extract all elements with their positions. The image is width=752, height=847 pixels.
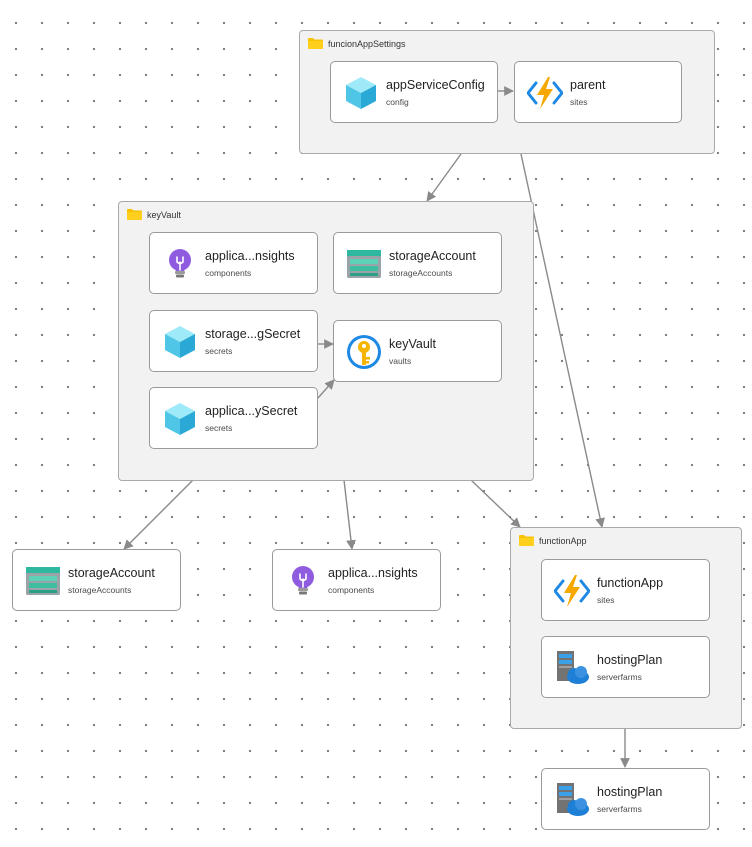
node-name: hostingPlan xyxy=(597,653,663,667)
node-hostingplan[interactable]: hostingPlan serverfarms xyxy=(541,768,710,830)
key-vault-icon xyxy=(346,334,382,370)
edge-keyvault-to-storage xyxy=(123,479,194,550)
node-appkeysecret[interactable]: applica...ySecret secrets xyxy=(149,387,318,449)
cube-icon xyxy=(162,401,198,437)
node-appinsights[interactable]: applica...nsights components xyxy=(272,549,441,611)
edge-settings-to-functionapp xyxy=(520,153,605,528)
node-parent[interactable]: parent sites xyxy=(514,61,682,123)
node-storageaccount[interactable]: storageAccount storageAccounts xyxy=(12,549,181,611)
node-type: serverfarms xyxy=(597,672,642,682)
node-type: storageAccounts xyxy=(389,268,453,278)
app-insights-icon xyxy=(285,563,321,599)
app-service-plan-icon xyxy=(554,782,590,818)
node-type: config xyxy=(386,97,409,107)
node-type: storageAccounts xyxy=(68,585,132,595)
node-type: sites xyxy=(570,97,588,107)
node-appserviceconfig[interactable]: appServiceConfig config xyxy=(330,61,498,123)
node-name: applica...nsights xyxy=(205,249,295,263)
cube-icon xyxy=(343,75,379,111)
node-name: parent xyxy=(570,78,606,92)
group-functionapp[interactable]: functionApp xyxy=(510,527,742,729)
node-type: serverfarms xyxy=(597,804,642,814)
node-storagesecret[interactable]: storage...gSecret secrets xyxy=(149,310,318,372)
node-name: storageAccount xyxy=(68,566,155,580)
app-service-plan-icon xyxy=(554,650,590,686)
node-name: hostingPlan xyxy=(597,785,663,799)
node-kv-appinsights[interactable]: applica...nsights components xyxy=(149,232,318,294)
node-hostingplan-inner[interactable]: hostingPlan serverfarms xyxy=(541,636,710,698)
node-type: vaults xyxy=(389,356,412,366)
node-name: functionApp xyxy=(597,576,664,590)
node-name: applica...nsights xyxy=(328,566,418,580)
folder-icon xyxy=(127,209,142,220)
app-insights-icon xyxy=(162,246,198,282)
node-type: components xyxy=(328,585,375,595)
function-app-icon xyxy=(554,573,590,609)
edge-settings-to-keyvault xyxy=(426,153,462,202)
node-name: storageAccount xyxy=(389,249,476,263)
folder-icon xyxy=(519,535,534,546)
node-name: applica...ySecret xyxy=(205,404,298,418)
function-app-icon xyxy=(527,75,563,111)
storage-account-icon xyxy=(25,563,61,599)
folder-icon xyxy=(308,38,323,49)
group-label: funcionAppSettings xyxy=(328,38,406,49)
storage-account-icon xyxy=(346,246,382,282)
node-type: secrets xyxy=(205,423,233,433)
cube-icon xyxy=(162,324,198,360)
group-label: functionApp xyxy=(539,535,587,546)
node-name: keyVault xyxy=(389,337,437,351)
node-type: sites xyxy=(597,595,615,605)
edge-keyvault-to-functionapp xyxy=(470,479,521,528)
node-name: storage...gSecret xyxy=(205,327,301,341)
node-name: appServiceConfig xyxy=(386,78,485,92)
node-type: components xyxy=(205,268,252,278)
node-kv-storageaccount[interactable]: storageAccount storageAccounts xyxy=(333,232,502,294)
node-functionapp[interactable]: functionApp sites xyxy=(541,559,710,621)
edge-keyvault-to-appinsights xyxy=(343,479,356,550)
node-type: secrets xyxy=(205,346,233,356)
node-keyvault[interactable]: keyVault vaults xyxy=(333,320,502,382)
group-label: keyVault xyxy=(147,209,181,220)
